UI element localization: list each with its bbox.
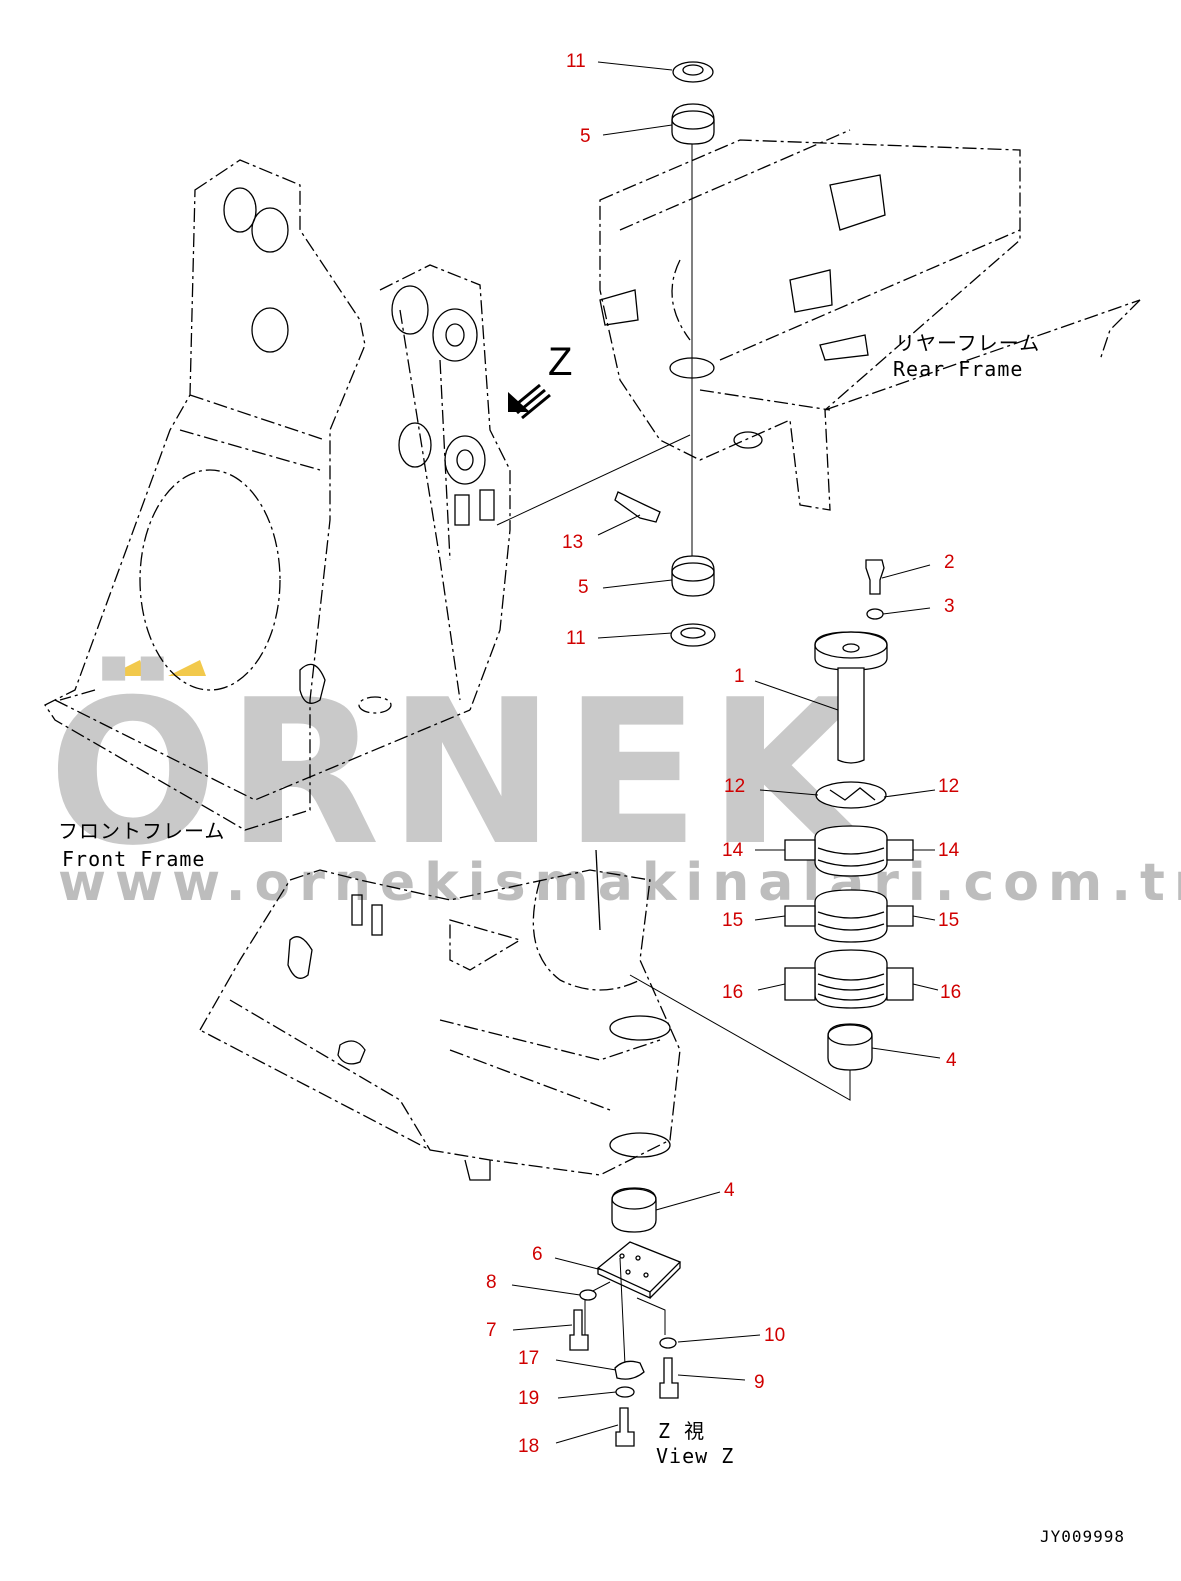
front-frame-label-jp: フロントフレーム bbox=[58, 819, 225, 843]
bolt-9 bbox=[659, 1357, 679, 1399]
callout-10: 10 bbox=[764, 1325, 785, 1346]
callout-18: 18 bbox=[518, 1436, 539, 1457]
watermark-url: www.ornekismakinalari.com.tr bbox=[58, 853, 1181, 913]
pin-1-flange bbox=[814, 631, 888, 671]
shim-15-stack bbox=[814, 889, 888, 943]
washer-8 bbox=[579, 1289, 597, 1301]
bolt-2 bbox=[865, 559, 885, 595]
view-z-parts bbox=[569, 1187, 682, 1447]
bushing-4-lower bbox=[611, 1187, 657, 1233]
front-frame-lower-drawing bbox=[199, 849, 681, 1181]
washer-10 bbox=[659, 1337, 677, 1349]
callout-13: 13 bbox=[562, 532, 583, 553]
watermark-brand: ÖRNEK bbox=[48, 656, 871, 890]
callout-14-left: 14 bbox=[722, 840, 744, 861]
callout-12-right: 12 bbox=[938, 776, 959, 797]
callout-5-upper: 5 bbox=[580, 126, 591, 147]
drawing-code: JY009998 bbox=[1040, 1527, 1125, 1546]
bolt-7 bbox=[569, 1309, 589, 1351]
seal-11-lower bbox=[670, 623, 716, 647]
shim-14-stack bbox=[814, 825, 888, 877]
view-z-arrow: Z bbox=[508, 340, 572, 420]
front-frame-label-en: Front Frame bbox=[62, 847, 205, 871]
callout-numbers: 11 5 13 5 11 2 3 1 12 12 14 14 15 15 16 … bbox=[486, 51, 961, 1457]
leader-lines bbox=[511, 61, 941, 1444]
rear-frame-drawing bbox=[599, 129, 1141, 511]
callout-8: 8 bbox=[486, 1272, 497, 1293]
plate-6 bbox=[596, 1241, 682, 1293]
upper-pivot-parts bbox=[614, 61, 716, 647]
callout-6: 6 bbox=[532, 1244, 543, 1265]
view-marker: Z bbox=[548, 340, 572, 384]
callout-14-right: 14 bbox=[938, 840, 960, 861]
callout-1: 1 bbox=[734, 666, 745, 687]
callout-4-upper: 4 bbox=[946, 1050, 957, 1071]
bushing-4-upper bbox=[827, 1023, 873, 1071]
rear-frame-label-jp: リヤーフレーム bbox=[895, 331, 1040, 355]
view-z-label-jp: Z 視 bbox=[658, 1419, 705, 1443]
frame-connection-line bbox=[496, 434, 691, 526]
bolt-18 bbox=[615, 1407, 635, 1447]
front-frame-drawing bbox=[44, 159, 511, 831]
pin-1-shaft bbox=[837, 667, 865, 764]
callout-4-lower: 4 bbox=[724, 1180, 735, 1201]
callout-16-left: 16 bbox=[722, 982, 743, 1003]
callout-11-upper: 11 bbox=[566, 51, 586, 72]
callout-11-lower: 11 bbox=[566, 628, 586, 649]
watermark-umlaut-icon bbox=[108, 660, 206, 676]
callout-9: 9 bbox=[754, 1372, 765, 1393]
watermark: ÖRNEK www.ornekismakinalari.com.tr bbox=[48, 656, 1181, 913]
rear-frame-label-en: Rear Frame bbox=[893, 357, 1023, 381]
washer-19 bbox=[615, 1386, 635, 1398]
bearing-5-lower bbox=[671, 555, 715, 597]
grease-fitting-13 bbox=[614, 491, 661, 523]
bearing-5-upper bbox=[671, 103, 715, 145]
callout-19: 19 bbox=[518, 1388, 539, 1409]
callout-16-right: 16 bbox=[940, 982, 961, 1003]
callout-15-left: 15 bbox=[722, 910, 743, 931]
view-z-label-en: View Z bbox=[656, 1444, 734, 1468]
callout-17: 17 bbox=[518, 1348, 539, 1369]
callout-2: 2 bbox=[944, 552, 955, 573]
seal-11-upper bbox=[672, 61, 714, 83]
washer-3 bbox=[866, 608, 884, 620]
lower-pivot-leader bbox=[629, 974, 851, 1101]
bracket-17 bbox=[614, 1360, 645, 1380]
callout-15-right: 15 bbox=[938, 910, 959, 931]
callout-7: 7 bbox=[486, 1320, 497, 1341]
callout-5-lower: 5 bbox=[578, 577, 589, 598]
callout-12-left: 12 bbox=[724, 776, 745, 797]
shim-16-stack bbox=[814, 949, 888, 1009]
callout-3: 3 bbox=[944, 596, 955, 617]
pin-assembly bbox=[784, 559, 914, 1071]
